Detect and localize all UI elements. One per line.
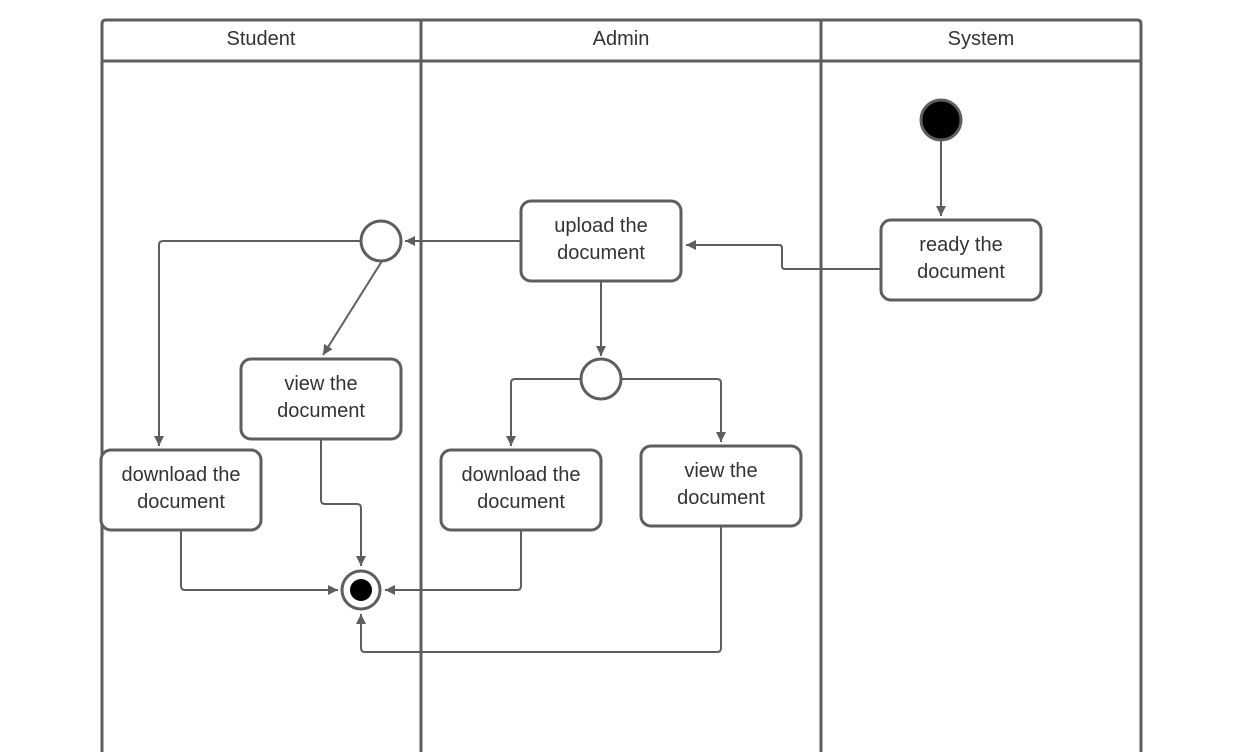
edge-ready-to-upload: [686, 240, 881, 270]
edge-admin-fork-to-view: [621, 378, 726, 442]
swimlane-frame: [100, 18, 1143, 752]
action-label-line2: document: [917, 261, 1005, 283]
swimlane-outline: [100, 18, 1143, 752]
initial-node: [919, 98, 963, 142]
action-admin-view-the-document: view the document: [639, 444, 803, 528]
action-label-line1: download the: [122, 464, 241, 486]
action-label-line1: view the: [684, 460, 757, 482]
swimlane-title-admin: Admin: [593, 28, 650, 50]
action-label-line2: document: [477, 491, 565, 513]
edge-student-view-to-end: [320, 440, 366, 566]
student-fork-node: [359, 219, 403, 263]
action-box: [879, 218, 1043, 302]
action-label-line2: document: [557, 242, 645, 264]
action-label-line1: upload the: [554, 215, 647, 237]
action-student-view-the-document: view the document: [239, 357, 403, 441]
action-upload-the-document: upload the document: [519, 199, 683, 283]
action-label-line1: ready the: [919, 234, 1002, 256]
action-box: [439, 448, 603, 532]
action-label-line2: document: [137, 491, 225, 513]
action-ready-the-document: ready the document: [879, 218, 1043, 302]
edge-student-fork-to-download: [154, 240, 361, 446]
flow-edges: [154, 141, 946, 653]
action-box: [639, 444, 803, 528]
edge-admin-download-to-end: [385, 530, 522, 595]
action-box: [99, 448, 263, 532]
edge-admin-view-to-end: [356, 526, 722, 653]
edge-student-fork-to-view: [322, 260, 383, 356]
edge-student-download-to-end: [180, 530, 338, 595]
action-admin-download-the-document: download the document: [439, 448, 603, 532]
final-node-inner-dot: [350, 579, 372, 601]
edge-admin-fork-to-download: [506, 378, 581, 446]
action-box: [239, 357, 403, 441]
action-box: [519, 199, 683, 283]
action-label-line2: document: [677, 487, 765, 509]
admin-fork-node: [579, 357, 623, 401]
final-node: [340, 569, 382, 611]
action-label-line2: document: [277, 400, 365, 422]
swimlane-title-system: System: [948, 28, 1015, 50]
swimlane-title-student: Student: [227, 28, 296, 50]
action-label-line1: view the: [284, 373, 357, 395]
action-label-line1: download the: [462, 464, 581, 486]
action-student-download-the-document: download the document: [99, 448, 263, 532]
